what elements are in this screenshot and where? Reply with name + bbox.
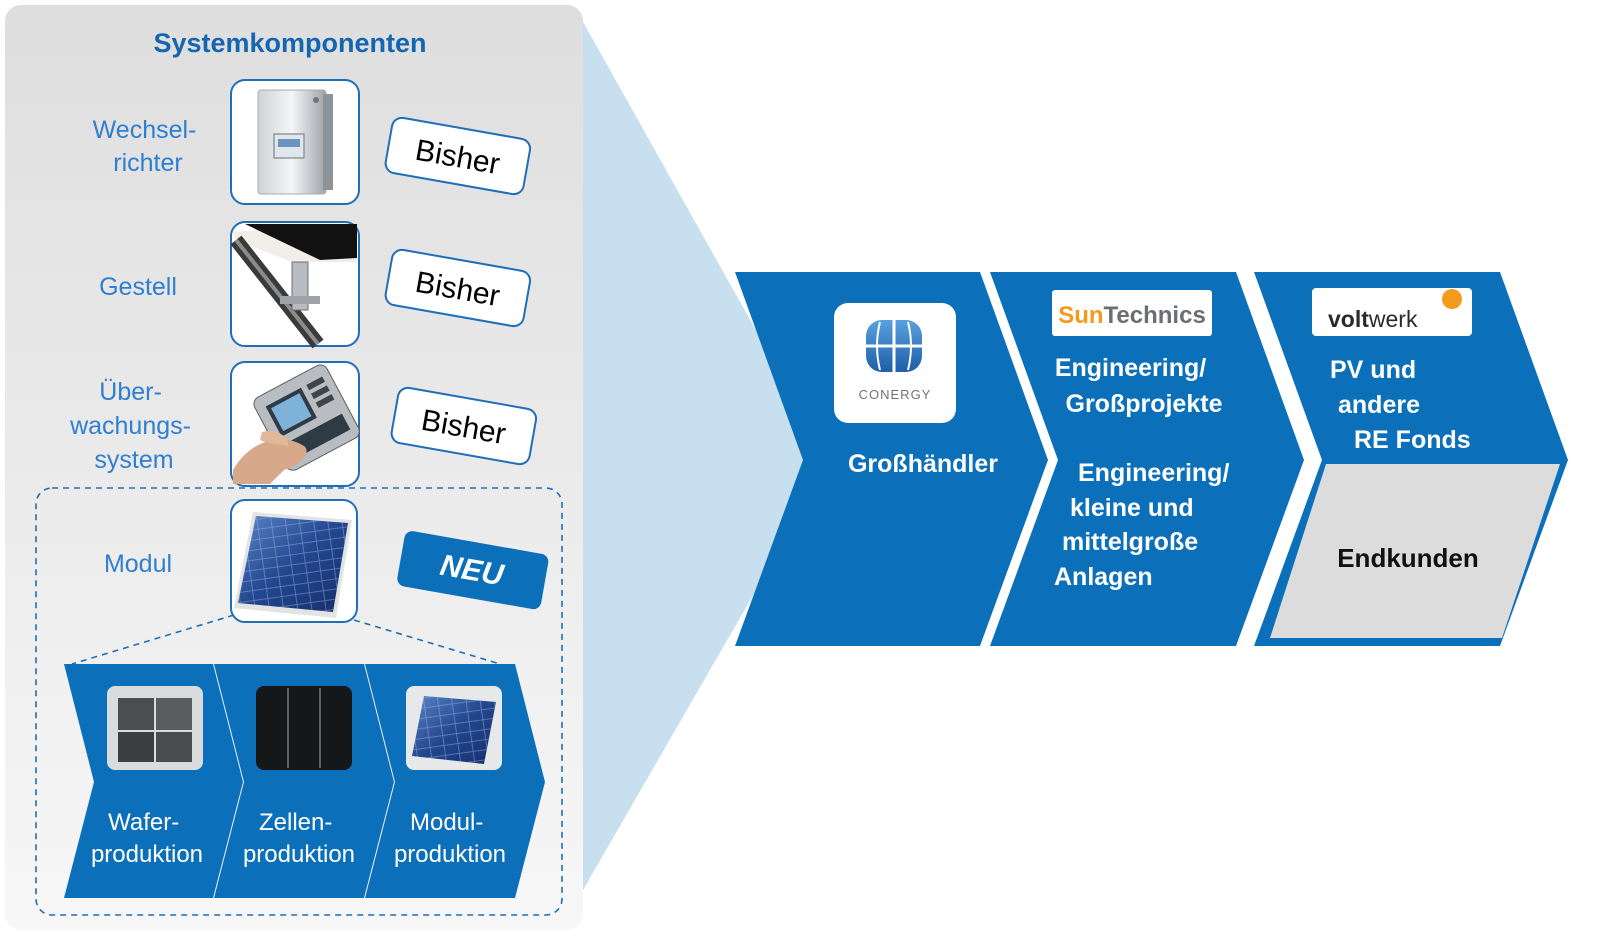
badge-bisher-2: Bisher [384, 248, 532, 328]
label-fonds: PV und andere RE Fonds [1330, 356, 1471, 454]
zoom-connector [583, 22, 830, 890]
component-label-monitoring: Über- wachungs- system [69, 378, 198, 474]
wafer-block-photo [107, 686, 203, 770]
component-label-rack: Gestell [99, 273, 177, 301]
badge-neu: NEU [397, 531, 549, 610]
component-label-inverter: Wechsel- richter [93, 116, 204, 177]
chevron-grosshaendler [735, 272, 1048, 646]
label-endkunden: Endkunden [1337, 543, 1479, 573]
badge-bisher-1: Bisher [384, 116, 532, 196]
svg-text:CONERGY: CONERGY [859, 387, 932, 402]
label-cell-production: Zellen- produktion [243, 809, 355, 868]
voltwerk-sun-icon [1442, 289, 1462, 309]
label-engineering-small: Engineering/ kleine und mittelgroße Anla… [1054, 459, 1236, 591]
conergy-globe-logo [866, 320, 922, 372]
voltwerk-logo: voltwerk [1312, 288, 1472, 336]
label-module-production: Modul- produktion [394, 809, 506, 868]
svg-text:voltwerk: voltwerk [1328, 306, 1418, 332]
zoom-line-right [353, 619, 501, 665]
monitoring-device-photo [230, 361, 360, 487]
panel-title: Systemkomponenten [153, 28, 426, 58]
solar-module-photo [230, 499, 358, 623]
module-focus-frame [35, 487, 563, 916]
inverter-photo [230, 79, 360, 205]
conergy-logo: CONERGY [834, 303, 956, 423]
suntechnics-logo: SunTechnics [1052, 290, 1212, 336]
mounting-rack-photo [230, 221, 360, 349]
label-grosshaendler: Großhändler [848, 450, 998, 478]
module-photo [406, 686, 502, 770]
label-engineering-large: Engineering/ Großprojekte [1055, 354, 1223, 418]
chevron-engineering [990, 272, 1304, 646]
component-label-module: Modul [104, 550, 172, 578]
badge-bisher-3: Bisher [390, 386, 538, 466]
svg-text:SunTechnics: SunTechnics [1058, 302, 1206, 329]
label-wafer-production: Wafer- produktion [91, 809, 203, 868]
endkunden-box [1270, 464, 1560, 638]
solar-cell-photo [256, 686, 352, 770]
